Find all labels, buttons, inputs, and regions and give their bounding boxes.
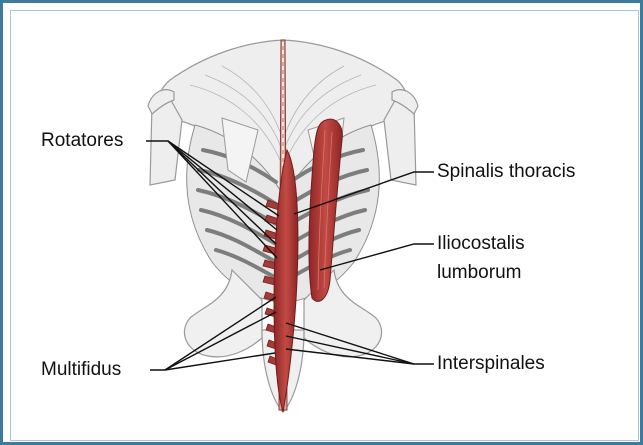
label-interspinales: Interspinales [437,353,545,375]
label-lumborum: lumborum [437,262,521,284]
label-spinalis-thoracis: Spinalis thoracis [437,161,575,183]
label-multifidus: Multifidus [41,359,121,381]
label-rotatores: Rotatores [41,130,123,152]
label-iliocostalis: Iliocostalis [437,233,525,255]
